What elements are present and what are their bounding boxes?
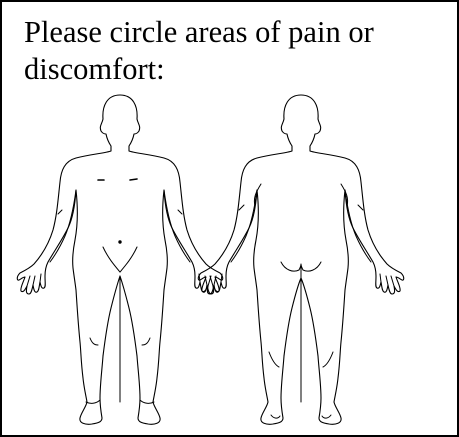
body-figure-back[interactable]	[198, 95, 404, 424]
front-groin-line	[103, 247, 137, 272]
back-left-calf	[269, 352, 279, 367]
back-right-calf	[323, 352, 333, 367]
front-right-knee	[142, 338, 150, 345]
front-left-ankle	[86, 400, 100, 403]
front-right-ankle	[140, 400, 154, 403]
back-left-heel	[271, 415, 280, 418]
front-right-chest-mark	[130, 179, 137, 180]
back-right-fingers	[380, 274, 394, 286]
back-right-heel	[322, 415, 331, 418]
back-left-elbow-mark	[239, 205, 244, 210]
front-right-elbow-mark	[178, 210, 182, 214]
front-left-fingers	[27, 274, 41, 286]
back-right-elbow-mark	[358, 205, 363, 210]
body-figure-front[interactable]	[17, 95, 223, 424]
front-left-knee	[90, 338, 98, 345]
front-navel	[119, 241, 121, 243]
front-left-elbow-mark	[58, 210, 62, 214]
